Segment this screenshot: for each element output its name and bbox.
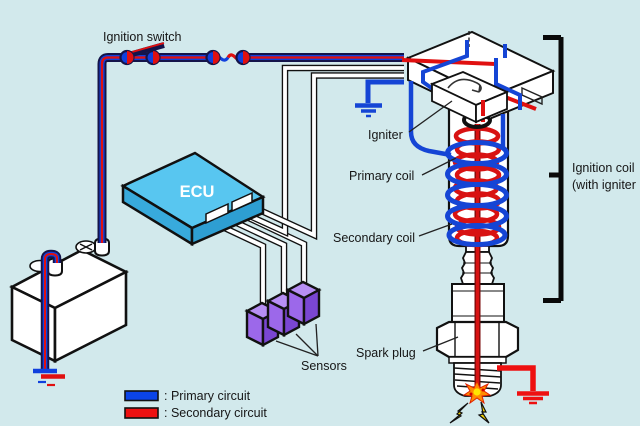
- battery-ground-wire: [40, 249, 62, 371]
- sensor-box-3: [285, 280, 322, 326]
- igniter-box: [401, 30, 556, 124]
- legend-secondary-label: : Secondary circuit: [164, 406, 267, 420]
- legend-secondary-swatch: [124, 407, 159, 419]
- harness-wire: [97, 53, 404, 243]
- legend-primary-swatch: [124, 390, 159, 402]
- secondary-coil-label: Secondary coil: [333, 231, 415, 245]
- battery-vent-cap: [75, 240, 97, 254]
- ecu-connector-1: [205, 202, 229, 225]
- rotation-arrow: [447, 78, 482, 93]
- ecu-unit: ECU: [120, 151, 266, 247]
- wire-to-igniter-1: [228, 64, 404, 238]
- ecu-signal-wires: [210, 64, 404, 309]
- ignition-switch-label: Ignition switch: [103, 30, 182, 44]
- sensors-group: [244, 280, 322, 347]
- wire-to-igniter-2: [240, 72, 404, 241]
- coil-feed-wires: [408, 81, 506, 158]
- wire-to-sensor-1: [210, 219, 267, 309]
- spark-plug-ground: [497, 365, 549, 405]
- harness-contact-dots: [119, 49, 251, 66]
- bolt-left: [449, 402, 469, 424]
- ignition-coil-bracket: [543, 35, 564, 303]
- lightning-bolts: [449, 401, 490, 424]
- igniter-ground: [355, 79, 404, 118]
- ignition-coil-label-line1: Ignition coil: [572, 161, 635, 175]
- spark-plug-label: Spark plug: [356, 346, 416, 360]
- spark-flash: [462, 379, 492, 405]
- legend-primary-label: : Primary circuit: [164, 389, 251, 403]
- primary-coil-label: Primary coil: [349, 169, 414, 183]
- ecu-connector-2: [231, 191, 253, 213]
- igniter-chip: [429, 71, 510, 124]
- bolt-right: [477, 401, 490, 424]
- battery-ground-symbol: [33, 368, 65, 387]
- ecu-label: ECU: [180, 183, 215, 201]
- igniter-label: Igniter: [368, 128, 403, 142]
- sensors-label: Sensors: [301, 359, 347, 373]
- wire-to-sensor-2: [222, 214, 288, 299]
- ignition-coil-label-line2: (with igniter: [572, 178, 636, 192]
- leader-lines: [275, 100, 459, 357]
- legend: : Primary circuit : Secondary circuit: [124, 389, 267, 420]
- battery: [9, 237, 129, 364]
- igniter-slot: [521, 86, 543, 106]
